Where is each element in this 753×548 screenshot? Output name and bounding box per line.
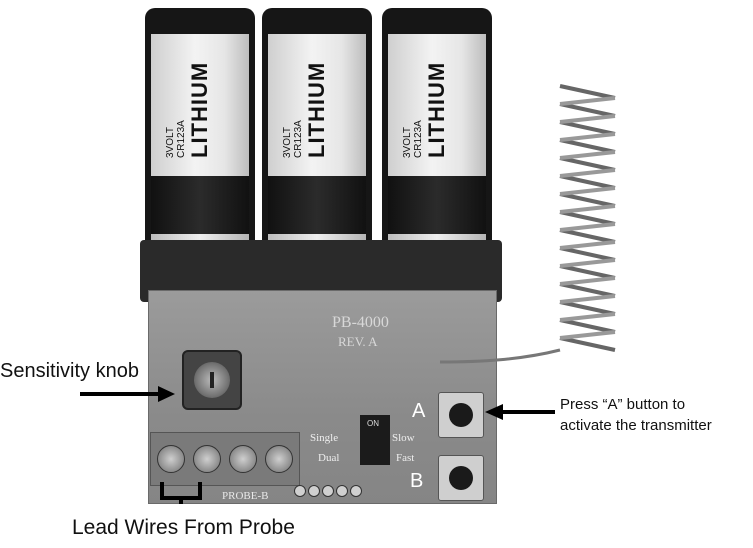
battery-model: CR123A [176, 120, 187, 158]
battery-volt: 3VOLT [402, 127, 413, 158]
battery-1: 3VOLT CR123A LITHIUM [145, 8, 255, 264]
button-a-label: A [412, 400, 426, 422]
terminal-screw [193, 445, 221, 473]
slow-label: Slow [392, 432, 415, 444]
battery-volt: 3VOLT [165, 127, 176, 158]
terminal-screw [265, 445, 293, 473]
antenna-spring [440, 84, 616, 364]
battery-volt: 3VOLT [282, 127, 293, 158]
terminal-screw [229, 445, 257, 473]
sensitivity-arrow [80, 386, 175, 402]
button-a-cap [449, 403, 473, 427]
battery-label [151, 34, 249, 176]
pin [336, 485, 348, 497]
probe-label: PROBE-B [222, 490, 269, 502]
dip-on-label: ON [367, 419, 379, 428]
battery-model: CR123A [413, 120, 424, 158]
button-b-cap [449, 466, 473, 490]
battery-2: 3VOLT CR123A LITHIUM [262, 8, 372, 264]
single-label: Single [310, 432, 339, 444]
lead-wires-label: Lead Wires From Probe [72, 516, 295, 539]
battery-label [268, 34, 366, 176]
fast-label: Fast [396, 452, 415, 464]
lead-wires-bracket [160, 482, 202, 504]
battery-brand: LITHIUM [304, 61, 329, 158]
board-rev-label: REV. A [338, 334, 378, 349]
button-b-label: B [410, 470, 424, 492]
terminal-block [150, 432, 300, 486]
button-b[interactable] [438, 455, 484, 501]
press-a-arrow [485, 404, 555, 420]
pin [294, 485, 306, 497]
sensitivity-knob[interactable] [182, 350, 242, 410]
knob-dial [194, 362, 230, 398]
knob-slot [210, 372, 214, 388]
press-a-label-line2: activate the transmitter [560, 417, 712, 434]
dip-switch[interactable]: ON [360, 415, 390, 465]
battery-lower [151, 176, 249, 234]
board-model-label: PB-4000 [332, 314, 389, 331]
battery-label [388, 34, 486, 176]
terminal-screw [157, 445, 185, 473]
battery-model: CR123A [293, 120, 304, 158]
battery-lower [268, 176, 366, 234]
pin [322, 485, 334, 497]
battery-3: 3VOLT CR123A LITHIUM [382, 8, 492, 264]
dual-label: Dual [318, 452, 340, 464]
battery-brand: LITHIUM [187, 61, 212, 158]
sensitivity-label: Sensitivity knob [0, 360, 139, 382]
pin [350, 485, 362, 497]
pin-header [292, 482, 364, 498]
battery-lower [388, 176, 486, 234]
battery-text: 3VOLT CR123A LITHIUM [282, 62, 330, 158]
button-a[interactable] [438, 392, 484, 438]
pin [308, 485, 320, 497]
battery-text: 3VOLT CR123A LITHIUM [165, 62, 213, 158]
press-a-label-line1: Press “A” button to [560, 396, 686, 413]
